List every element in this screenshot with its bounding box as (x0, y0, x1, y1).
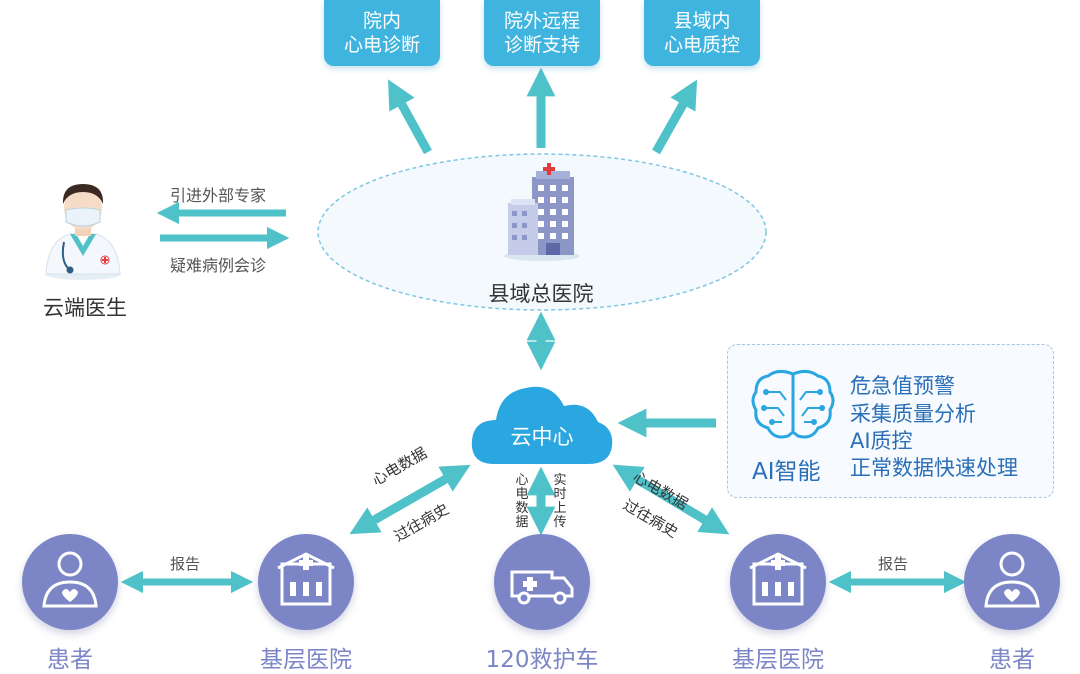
ambulance-label: 120救护车 (485, 647, 599, 673)
arrow-to-service-3 (652, 79, 698, 155)
service-1-line2: 心电诊断 (343, 34, 420, 56)
service-3-line1: 县域内 (673, 10, 731, 32)
service-box-inhospital: 院内 心电诊断 (324, 0, 440, 66)
clinic-icon (749, 552, 807, 606)
cloud-doctor-avatar (45, 184, 121, 280)
cloud-shape (471, 386, 613, 464)
patient-left-label: 患者 (47, 647, 93, 673)
hospital-left-circle (258, 534, 354, 630)
patient-left-circle (22, 534, 118, 630)
ai-panel (727, 344, 1054, 498)
patient-right-label: 患者 (989, 647, 1035, 673)
cloud-doctor-label: 云端医生 (43, 296, 127, 320)
hospital-right-circle (730, 534, 826, 630)
arrow-to-service-1 (388, 79, 432, 155)
report-right-label: 报告 (878, 555, 909, 573)
patient-icon (984, 551, 1040, 608)
service-box-remote: 院外远程 诊断支持 (484, 0, 600, 66)
ai-item-critical-warning: 危急值预警 (850, 374, 955, 398)
ambulance-circle (494, 534, 590, 630)
patient-icon (42, 551, 98, 608)
ambulance-icon (510, 570, 574, 605)
arrow-cloud-right-hospital (612, 464, 730, 535)
ai-label: AI智能 (752, 459, 821, 485)
patient-right-circle (964, 534, 1060, 630)
cloud-center-label: 云中心 (510, 425, 574, 449)
ai-item-quality-analysis: 采集质量分析 (850, 402, 976, 426)
ai-item-fast-processing: 正常数据快速处理 (850, 456, 1018, 480)
hospital-building-icon (504, 163, 580, 261)
report-left-label: 报告 (170, 555, 201, 573)
clinic-icon (277, 552, 335, 606)
county-hospital-label: 县域总医院 (488, 282, 594, 306)
ai-item-ai-qc: AI质控 (850, 429, 913, 453)
service-box-county-qc: 县域内 心电质控 (644, 0, 760, 66)
service-3-line2: 心电质控 (663, 34, 740, 56)
ambulance-link-label-left: 心电数据 (515, 473, 529, 530)
difficult-cases-label: 疑难病例会诊 (170, 256, 267, 275)
service-2-line2: 诊断支持 (503, 34, 580, 56)
arrow-cloud-left-hospital (349, 464, 471, 535)
hospital-left-label: 基层医院 (260, 647, 352, 673)
hospital-right-label: 基层医院 (732, 647, 824, 673)
service-1-line1: 院内 (362, 10, 401, 32)
brain-icon (751, 369, 835, 439)
ambulance-link-label-right: 实时上传 (553, 473, 567, 530)
service-2-line1: 院外远程 (503, 10, 580, 32)
introduce-experts-label: 引进外部专家 (170, 186, 267, 205)
